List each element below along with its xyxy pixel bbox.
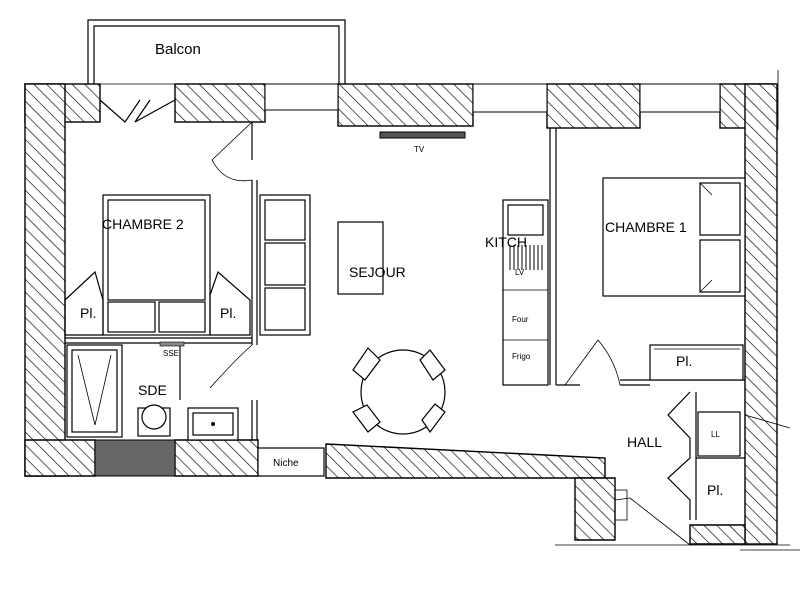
placard-label: Pl.: [80, 305, 96, 321]
room-label-balcon: Balcon: [155, 41, 201, 58]
fixture-label-four: Four: [512, 315, 529, 324]
sejour-furniture: [259, 131, 466, 435]
room-label-chambre2: CHAMBRE 2: [102, 216, 184, 232]
room-label-kitchen: KITCH: [485, 234, 527, 250]
fixture-label-frigo: Frigo: [512, 352, 531, 361]
fixture-label-tv: TV: [414, 145, 425, 154]
balcony: [87, 19, 346, 84]
fixture-label-lv: LV: [515, 268, 525, 277]
fixture-label-niche: Niche: [273, 458, 299, 469]
kitchen-furniture: [502, 199, 549, 386]
fixture-label-ll: LL: [711, 430, 720, 439]
chambre2-furniture: [64, 194, 251, 336]
exterior-walls: [24, 83, 778, 545]
ll-box: [697, 411, 741, 457]
sse-marker: [159, 341, 185, 347]
fixture-label-sse: SSE: [163, 349, 179, 358]
room-label-sde: SDE: [138, 382, 167, 398]
niche-box: [257, 447, 325, 477]
room-label-hall: HALL: [627, 434, 662, 450]
room-label-sejour: SEJOUR: [349, 264, 406, 280]
interior-walls: [65, 70, 800, 551]
windows: [99, 83, 721, 123]
room-label-chambre1: CHAMBRE 1: [605, 219, 687, 235]
sde-furniture: [66, 344, 239, 477]
chambre1-furniture: [602, 177, 746, 297]
placard-label: Pl.: [220, 305, 236, 321]
placard-label: Pl.: [676, 353, 692, 369]
placard-label: Pl.: [707, 482, 723, 498]
entry-marker: [614, 489, 628, 521]
